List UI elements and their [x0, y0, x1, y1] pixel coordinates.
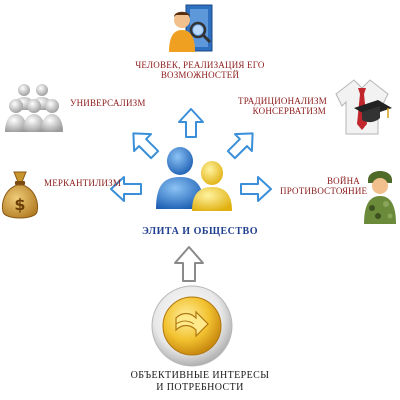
arrow-up-left: [132, 132, 160, 160]
upper-right-label-line2: КОНСЕРВАТИЗМ: [252, 106, 326, 116]
top-label-line1: ЧЕЛОВЕК, РЕАЛИЗАЦИЯ ЕГО: [135, 60, 265, 70]
bottom-label-line2: И ПОТРЕБНОСТИ: [156, 382, 244, 393]
right-label-line1: ВОЙНА: [326, 176, 360, 186]
arrow-left: [110, 176, 142, 202]
right-label: ВОЙНА ПРОТИВОСТОЯНИЕ: [280, 176, 368, 196]
bottom-label: ОБЪЕКТИВНЫЕ ИНТЕРЕСЫ И ПОТРЕБНОСТИ: [110, 370, 290, 394]
soldier-icon: [364, 171, 396, 224]
center-label: ЭЛИТА И ОБЩЕСТВО: [142, 226, 258, 237]
shirt-tie-graduation-cap-icon: [335, 79, 392, 135]
arrow-up-right: [226, 132, 254, 160]
left-label: МЕРКАНТИЛИЗМ: [44, 178, 122, 188]
arrow-up-bottom: [174, 246, 204, 282]
arrow-right: [240, 176, 272, 202]
top-label-line2: ВОЗМОЖНОСТЕЙ: [160, 70, 240, 80]
money-bag-icon: $: [1, 171, 39, 219]
top-label: ЧЕЛОВЕК, РЕАЛИЗАЦИЯ ЕГО ВОЗМОЖНОСТЕЙ: [110, 60, 290, 80]
bottom-label-line1: ОБЪЕКТИВНЫЕ ИНТЕРЕСЫ: [130, 370, 270, 381]
people-group-icon: [5, 84, 63, 132]
svg-text:$: $: [14, 195, 25, 214]
person-magnifier-door-icon: [169, 4, 213, 52]
upper-right-label: ТРАДИЦИОНАЛИЗМ КОНСЕРВАТИЗМ: [238, 96, 327, 116]
arrow-up-center: [178, 108, 204, 138]
people-pair-icon: [156, 147, 232, 211]
upper-left-label: УНИВЕРСАЛИЗМ: [70, 98, 146, 108]
right-label-line2: ПРОТИВОСТОЯНИЕ: [280, 186, 368, 196]
upper-right-label-line1: ТРАДИЦИОНАЛИЗМ: [238, 96, 327, 106]
gold-coin-arrow-icon: [151, 285, 233, 367]
